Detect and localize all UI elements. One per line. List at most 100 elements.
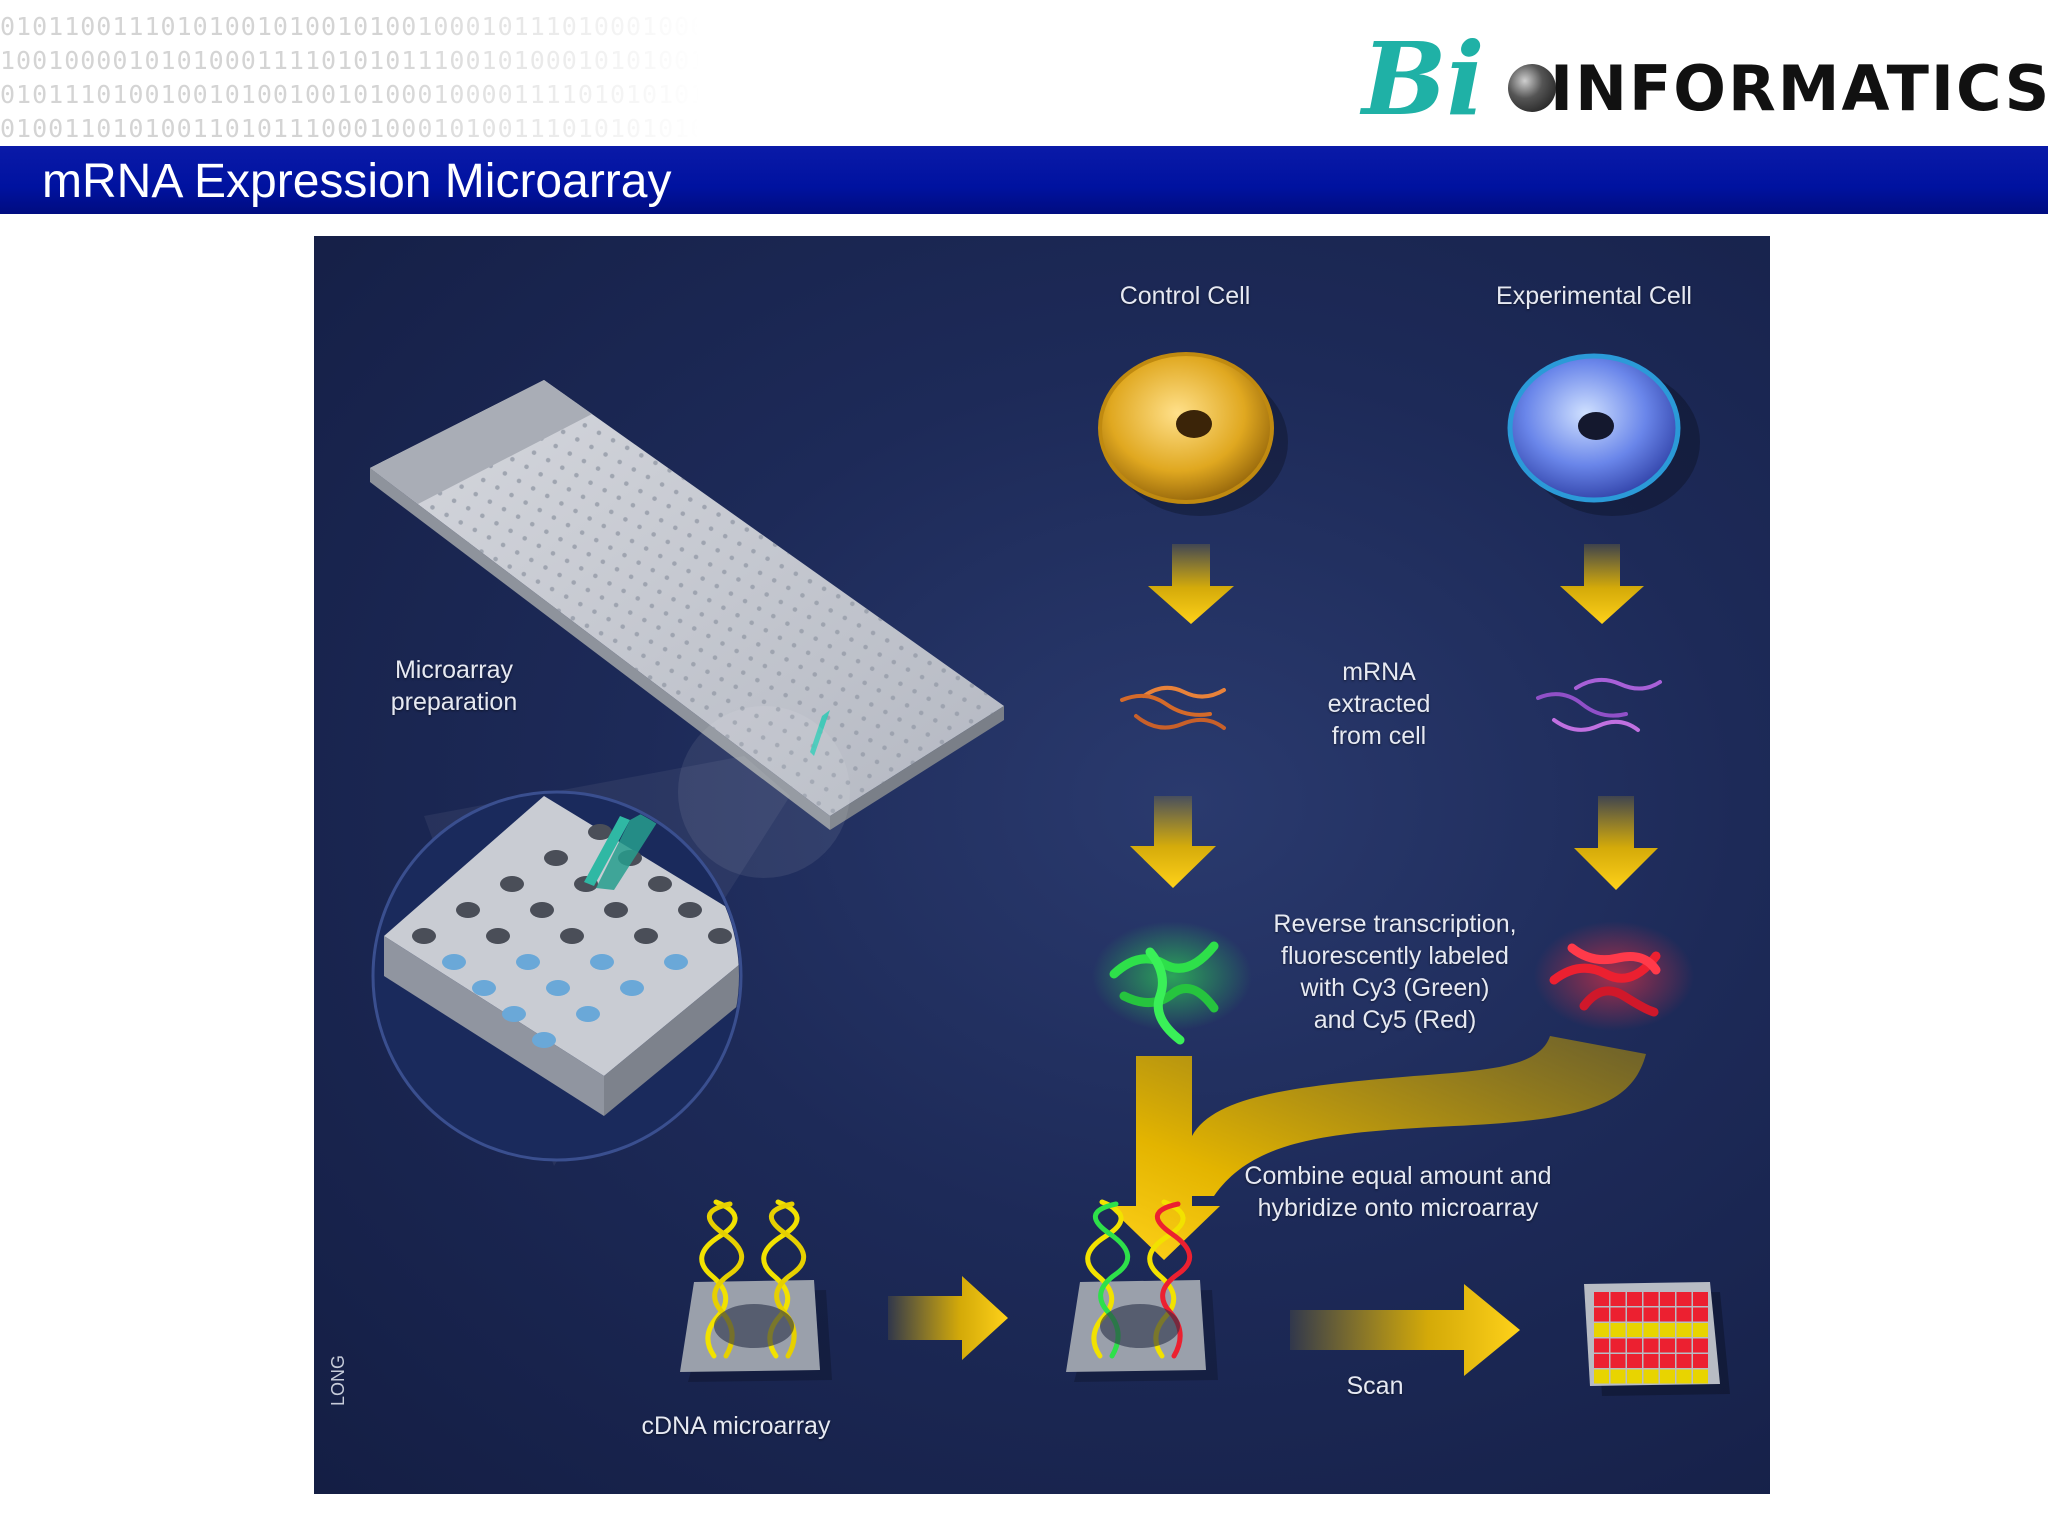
cy3-green-cdna — [1109, 941, 1219, 1045]
logo-word: INFORMATICS — [1550, 52, 2048, 125]
scan-grid-cell — [1660, 1369, 1675, 1384]
array-well — [500, 876, 524, 892]
scan-grid-cell — [1676, 1292, 1692, 1306]
arrow-control-1 — [1148, 544, 1234, 624]
array-well — [412, 928, 436, 944]
scan-grid-cell — [1660, 1292, 1675, 1306]
array-well — [664, 954, 688, 970]
binary-background-pattern: 0101100111010100101001010010001011101000… — [0, 10, 700, 146]
scan-grid-cell — [1627, 1307, 1642, 1322]
scan-grid-cell — [1693, 1354, 1708, 1368]
scan-grid-cell — [1610, 1307, 1626, 1322]
array-well — [604, 902, 628, 918]
scan-grid-cell — [1676, 1354, 1692, 1368]
scan-grid-cell — [1693, 1292, 1708, 1306]
scan-grid-cell — [1676, 1323, 1692, 1337]
label-line: preparation — [390, 688, 518, 716]
binary-row: 0100110101001101011100010001010011101010… — [0, 114, 700, 143]
zoom-magnifier — [371, 706, 850, 1166]
array-well — [634, 928, 658, 944]
scan-grid-cell — [1627, 1369, 1642, 1384]
scanned-result-grid — [1584, 1282, 1730, 1396]
scan-grid-cell — [1660, 1323, 1675, 1337]
label-line: Microarray — [394, 656, 514, 684]
array-well — [620, 980, 644, 996]
label-line: Reverse transcription, — [1273, 910, 1517, 938]
label-cdna-microarray: cDNA microarray — [641, 1412, 831, 1440]
cdna-microarray-chip — [680, 1199, 832, 1382]
scan-grid-cell — [1660, 1307, 1675, 1322]
label-line: mRNA — [1342, 658, 1416, 686]
scan-grid-cell — [1643, 1338, 1659, 1353]
microarray-slide — [370, 380, 1004, 830]
cy5-red-cdna — [1549, 943, 1661, 1017]
scan-grid-cell — [1594, 1354, 1609, 1368]
logo-bi: Bi — [1362, 20, 1485, 138]
scan-grid-cell — [1660, 1354, 1675, 1368]
scan-grid-cell — [1660, 1338, 1675, 1353]
scan-grid-cell — [1643, 1369, 1659, 1384]
label-line: fluorescently labeled — [1281, 942, 1509, 970]
array-well — [544, 850, 568, 866]
label-line: from cell — [1331, 722, 1427, 750]
experimental-cell — [1507, 353, 1700, 516]
label-line: with Cy3 (Green) — [1300, 974, 1490, 1002]
scan-grid-cell — [1643, 1307, 1659, 1322]
label-control-cell: Control Cell — [1119, 282, 1251, 310]
scan-grid-cell — [1676, 1307, 1692, 1322]
scan-grid-cell — [1693, 1338, 1708, 1353]
scan-grid-cell — [1594, 1369, 1609, 1384]
control-mrna-strands — [1120, 685, 1226, 730]
scan-grid-cell — [1594, 1338, 1609, 1353]
array-well — [456, 902, 480, 918]
scan-grid-cell — [1594, 1307, 1609, 1322]
array-well — [576, 1006, 600, 1022]
scan-grid-cell — [1643, 1323, 1659, 1337]
scan-grid-cell — [1693, 1369, 1708, 1384]
scan-grid-cell — [1610, 1323, 1626, 1337]
scan-grid-cell — [1693, 1323, 1708, 1337]
scan-grid-cell — [1610, 1292, 1626, 1306]
arrow-experimental-2 — [1574, 796, 1658, 890]
scan-grid-cell — [1610, 1354, 1626, 1368]
array-well — [472, 980, 496, 996]
array-well — [532, 1032, 556, 1048]
label-microarray-preparation: Microarray preparation — [354, 654, 554, 718]
scan-grid-cell — [1627, 1292, 1642, 1306]
hybridized-chip — [1066, 1199, 1218, 1382]
scan-arrow — [1290, 1284, 1520, 1376]
label-combine-hybridize: Combine equal amount and hybridize onto … — [1218, 1160, 1578, 1224]
scan-grid-cell — [1693, 1307, 1708, 1322]
arrow-to-hybridized — [888, 1276, 1008, 1360]
arrow-control-2 — [1130, 796, 1216, 888]
logo-ball-icon — [1508, 64, 1556, 112]
array-well — [708, 928, 732, 944]
combine-arrow — [1108, 1036, 1646, 1260]
diagram-graphics — [370, 352, 1730, 1396]
array-well — [560, 928, 584, 944]
scan-grid-cell — [1643, 1354, 1659, 1368]
label-mrna-extracted: mRNA extracted from cell — [1304, 656, 1454, 752]
scan-grid-cell — [1594, 1323, 1609, 1337]
scan-grid-cell — [1676, 1338, 1692, 1353]
microarray-diagram: Control Cell Experimental Cell Microarra… — [314, 236, 1770, 1494]
array-well — [590, 954, 614, 970]
scan-grid-cell — [1627, 1354, 1642, 1368]
array-well — [516, 954, 540, 970]
array-well — [442, 954, 466, 970]
label-line: hybridize onto microarray — [1257, 1194, 1539, 1222]
array-well — [486, 928, 510, 944]
scan-grid-cell — [1610, 1338, 1626, 1353]
scan-grid-cell — [1610, 1369, 1626, 1384]
label-line: Combine equal amount and — [1244, 1162, 1552, 1190]
scan-grid-cell — [1594, 1292, 1609, 1306]
array-well — [588, 824, 612, 840]
label-line: extracted — [1327, 690, 1431, 718]
title-bar: mRNA Expression Microarray — [0, 146, 2048, 214]
bioinformatics-logo: Bi INFORMATICS — [1362, 20, 2048, 138]
array-well — [530, 902, 554, 918]
slide-title: mRNA Expression Microarray — [42, 155, 672, 208]
array-well — [546, 980, 570, 996]
scan-grid-cell — [1627, 1338, 1642, 1353]
arrow-experimental-1 — [1560, 544, 1644, 624]
